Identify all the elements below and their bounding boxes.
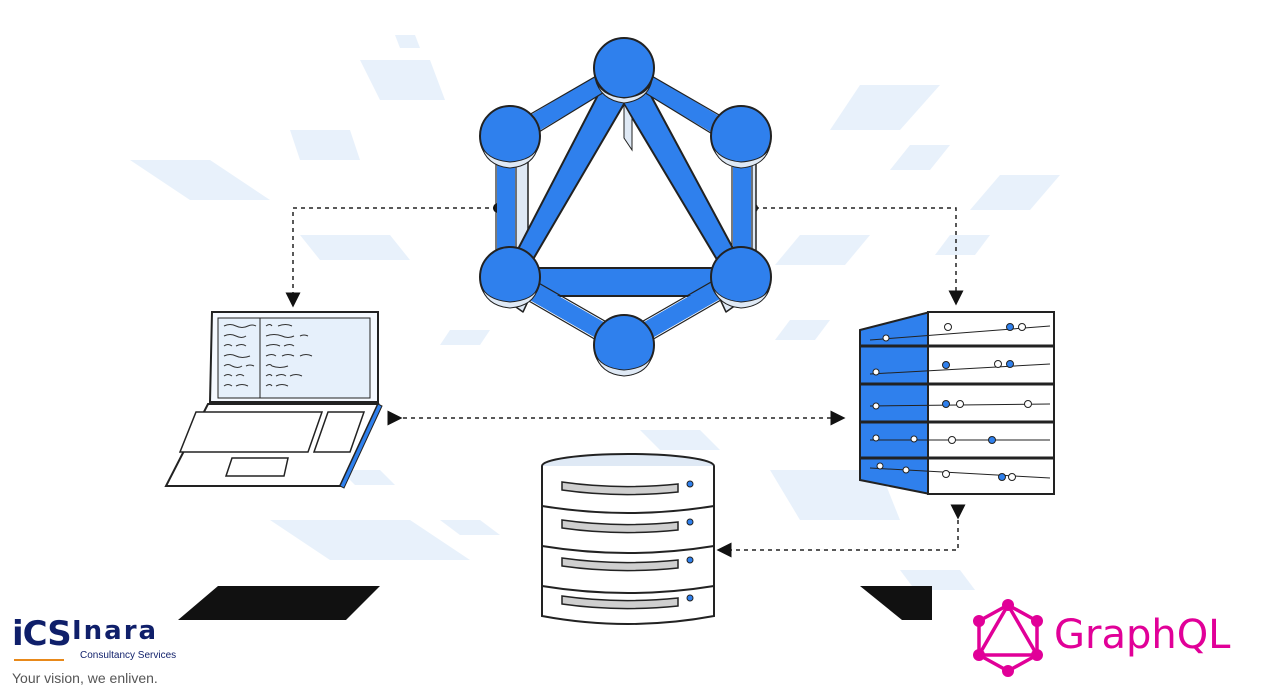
floor-slab-right — [860, 586, 932, 620]
company-name: Inara — [72, 616, 159, 646]
connector-graphql-to-client — [285, 207, 497, 308]
graphql-hexagon-icon — [479, 37, 772, 377]
ics-underline — [14, 659, 64, 661]
graphql-logo: GraphQL — [968, 598, 1268, 678]
ics-inara-logo: iCS Inara Consultancy Services Your visi… — [12, 614, 212, 694]
connector-graphql-to-server — [755, 207, 964, 306]
database-icon — [541, 453, 715, 625]
floor-slab-left — [178, 586, 380, 620]
graphql-logo-icon — [973, 599, 1043, 677]
laptop-icon — [164, 311, 383, 489]
ics-mark: iCS — [12, 614, 72, 654]
tagline: Your vision, we enliven. — [12, 670, 158, 686]
graphql-wordmark: GraphQL — [1054, 612, 1231, 658]
company-subtitle: Consultancy Services — [80, 650, 177, 661]
connectors — [285, 207, 966, 558]
connector-server-database — [716, 504, 966, 558]
server-rack-icon — [859, 311, 1055, 495]
background-shards — [130, 35, 1060, 590]
